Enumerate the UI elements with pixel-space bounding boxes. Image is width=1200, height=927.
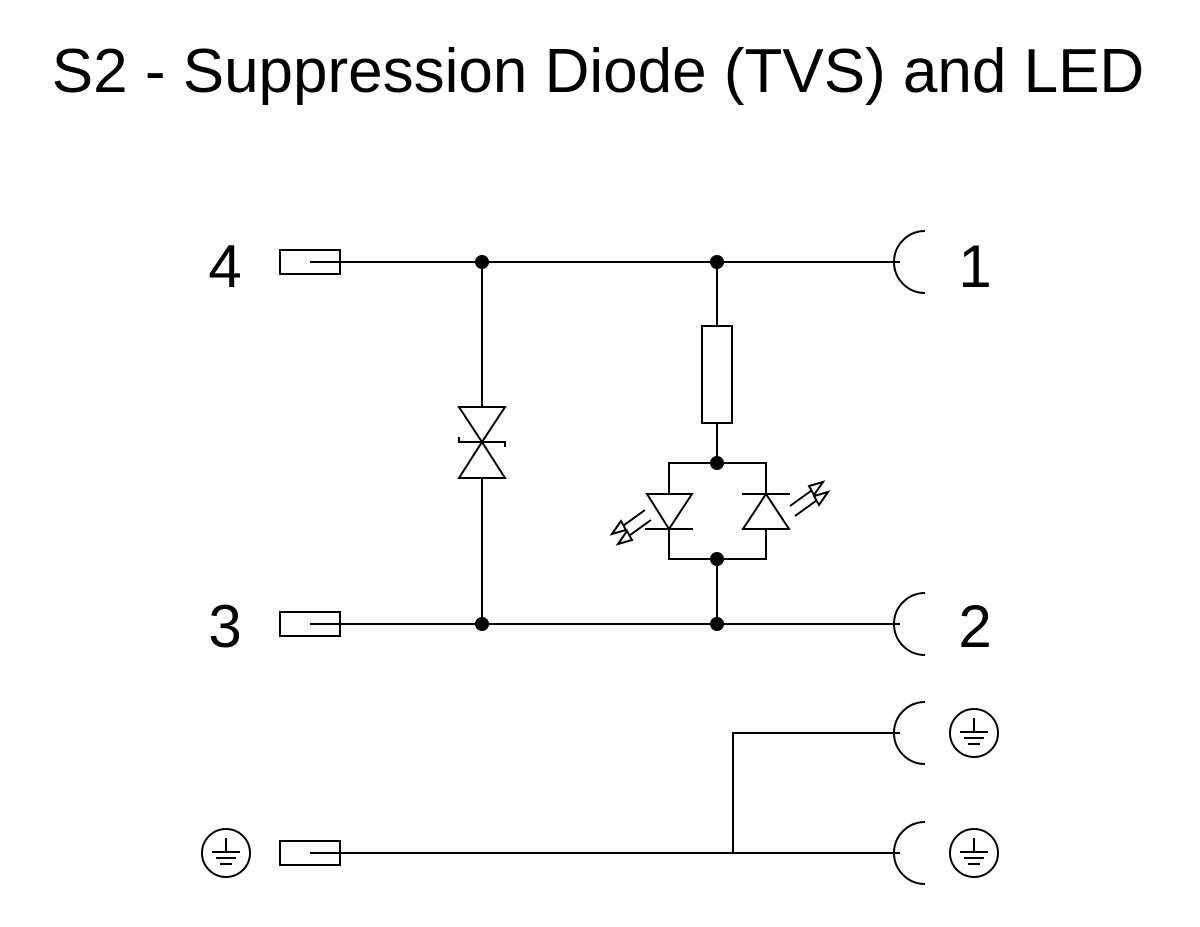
pin-label-4: 4 <box>208 233 241 300</box>
led-bridge-frame <box>668 462 767 560</box>
female-socket-ground-lower <box>893 821 926 885</box>
female-socket-2 <box>893 592 926 656</box>
junction-dot <box>475 617 489 631</box>
pin-label-3: 3 <box>208 593 241 660</box>
junction-dot <box>710 255 724 269</box>
page-title: S2 - Suppression Diode (TVS) and LED <box>52 37 1144 106</box>
pin-label-1: 1 <box>958 233 991 300</box>
wire-ground-branch <box>732 732 900 853</box>
female-socket-ground-upper <box>893 701 926 765</box>
pin-label-2: 2 <box>958 593 991 660</box>
resistor <box>701 325 733 424</box>
light-arrows-left <box>609 509 652 546</box>
light-arrows-right <box>789 480 831 517</box>
junction-dot <box>710 617 724 631</box>
junction-dot <box>475 255 489 269</box>
female-socket-1 <box>893 230 926 294</box>
led-pair <box>609 462 831 560</box>
male-pin-3 <box>279 611 341 637</box>
led-left <box>645 493 694 531</box>
ground-icon <box>201 828 251 878</box>
ground-icon <box>949 708 999 758</box>
male-pin-4 <box>279 249 341 275</box>
ground-icon <box>949 828 999 878</box>
tvs-diode <box>457 406 507 479</box>
male-pin-ground <box>279 840 341 866</box>
wires <box>310 261 900 854</box>
led-right <box>741 492 791 530</box>
junctions <box>475 255 724 631</box>
